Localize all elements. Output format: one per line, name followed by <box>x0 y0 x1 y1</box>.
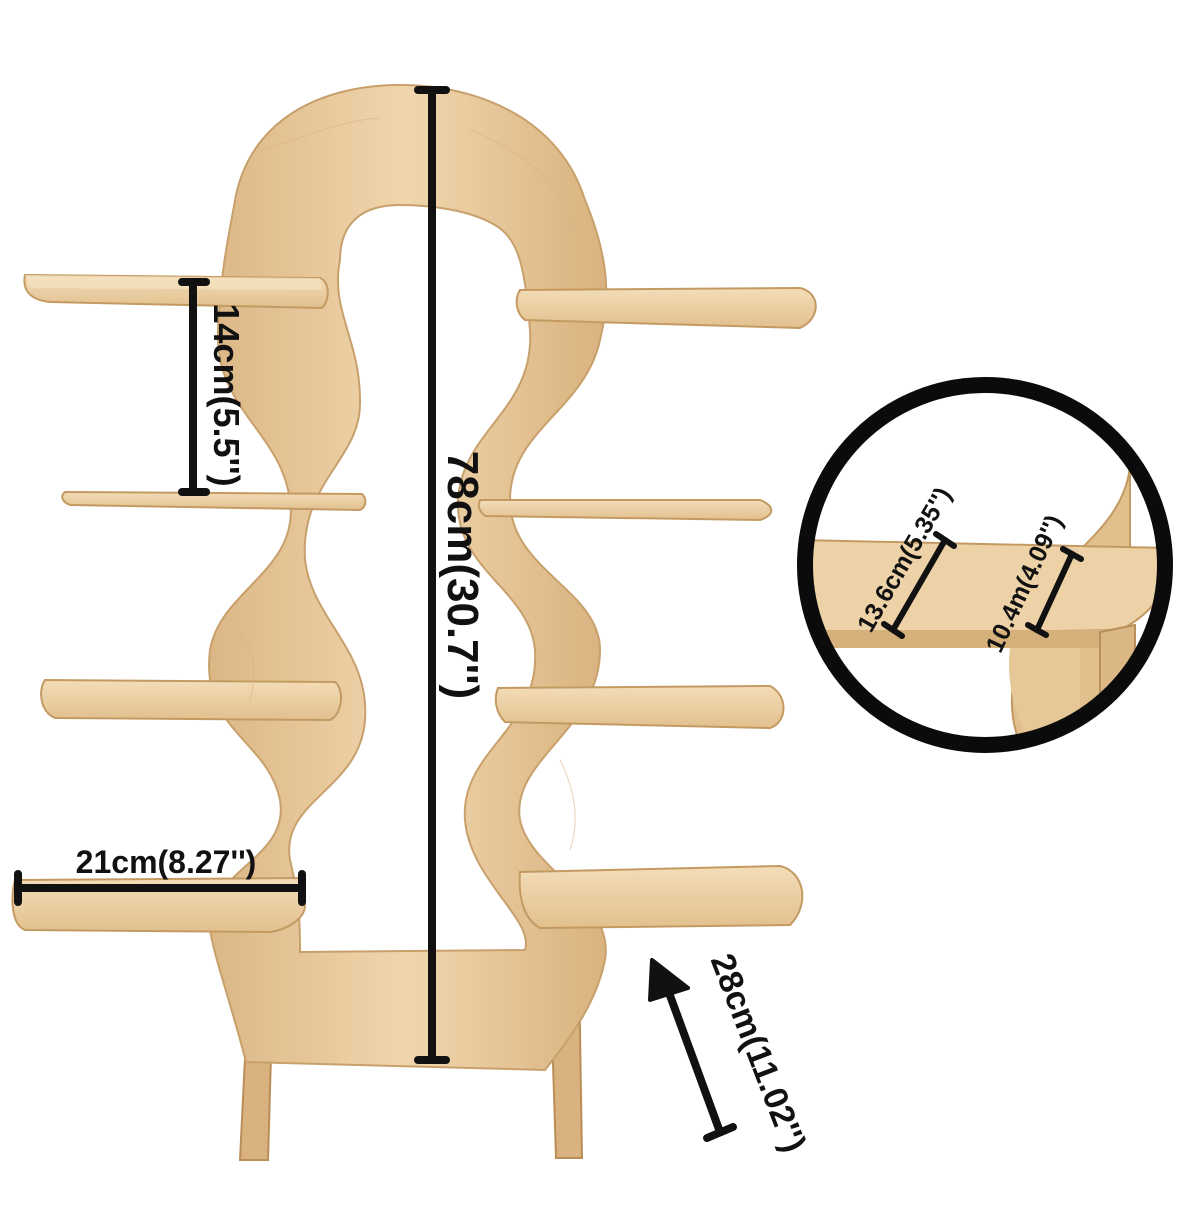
detail-front-cap-top <box>933 531 957 549</box>
shelves-right <box>477 286 817 930</box>
width-label: 21cm(8.27'') <box>75 844 257 880</box>
detail-back-cap-bottom <box>1025 622 1049 638</box>
detail-zoom-circle <box>797 377 1173 753</box>
detail-back-cap-top <box>1060 546 1084 562</box>
height-label: 78cm(30.7'') <box>438 450 487 700</box>
depth-arrow-cap <box>703 1123 737 1142</box>
wood-grain <box>229 117 576 851</box>
detail-front-cap-bottom <box>881 621 905 639</box>
detail-front-line <box>890 537 948 633</box>
gap-label: 14cm(5.5'') <box>206 303 247 487</box>
detail-back-line <box>1034 551 1075 633</box>
depth-arrow-head <box>648 958 690 1002</box>
wavy-frame <box>208 83 608 1072</box>
depth-arrow-line <box>664 986 724 1136</box>
wooden-shelf <box>11 83 817 1161</box>
measurement-lines <box>14 86 737 1142</box>
